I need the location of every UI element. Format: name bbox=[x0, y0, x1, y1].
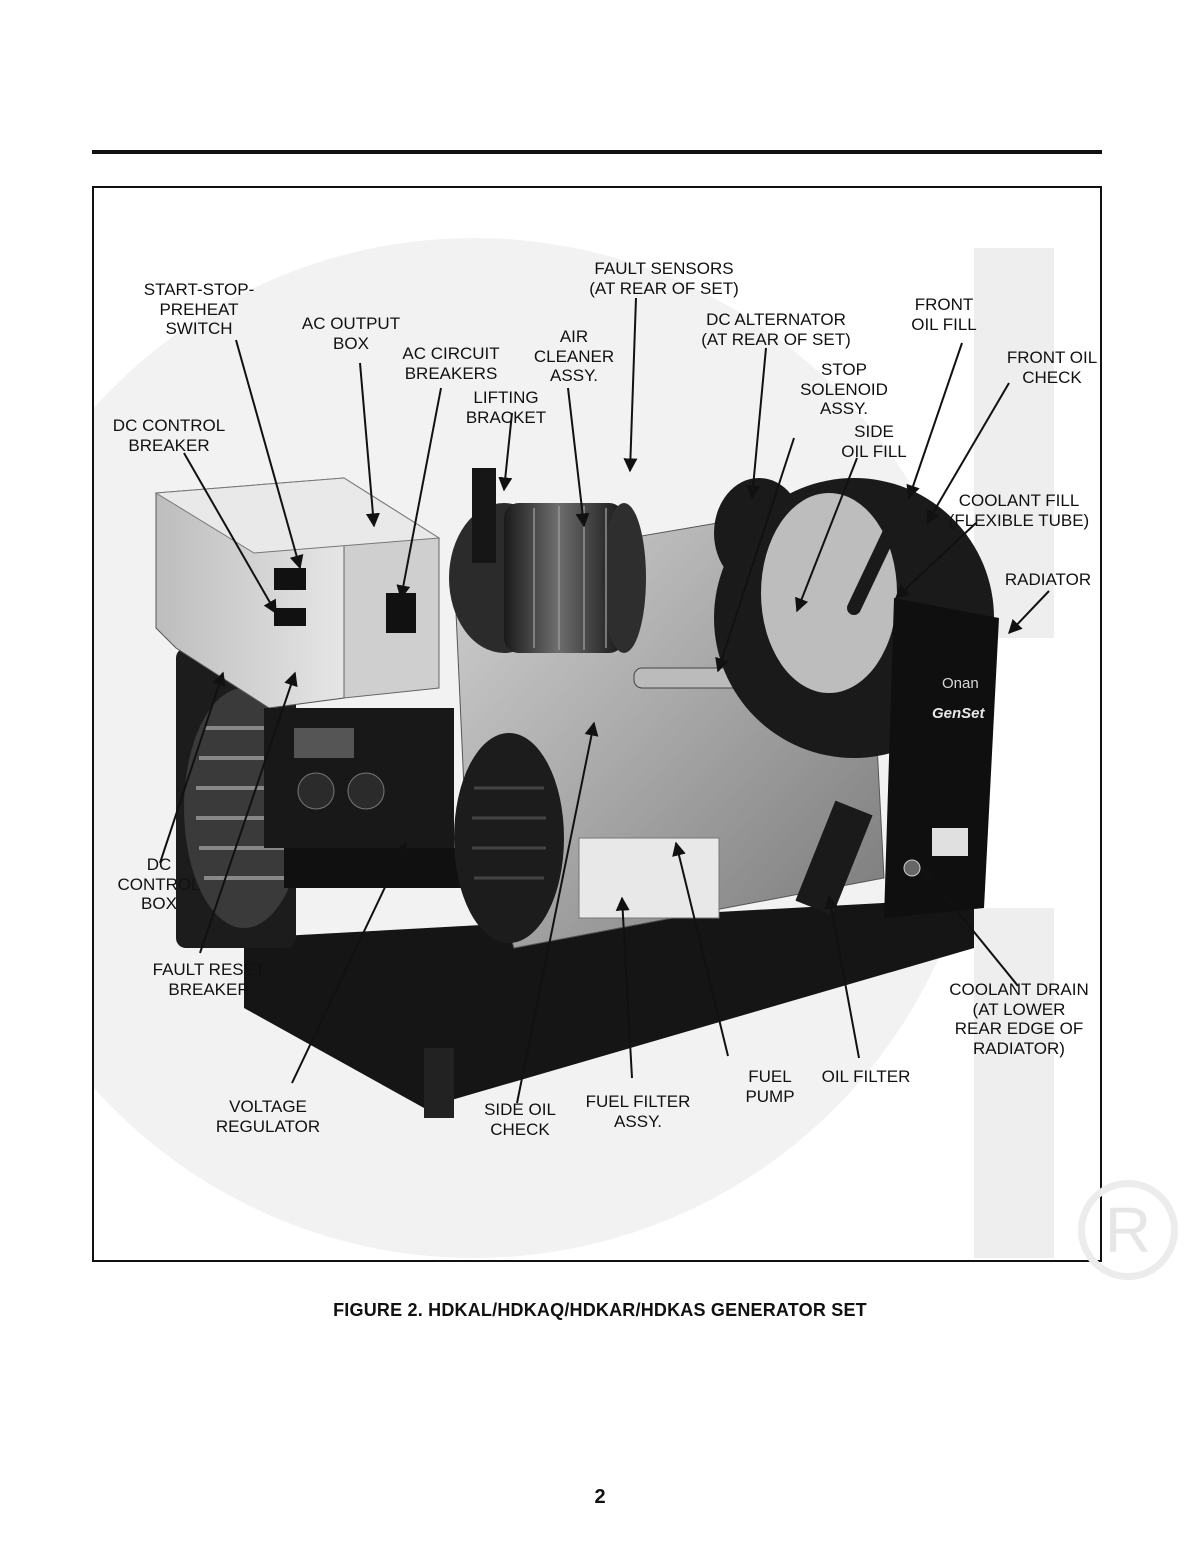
callout-side-oil-fill: SIDE OIL FILL bbox=[841, 422, 907, 461]
callout-ac-output-box: AC OUTPUT BOX bbox=[301, 314, 401, 353]
figure-frame: Onan GenSet bbox=[92, 186, 1102, 1262]
callout-leaders bbox=[159, 297, 1050, 1104]
callout-dc-control-box: DC CONTROL BOX bbox=[117, 855, 201, 913]
callout-fault-reset-breaker: FAULT RESET BREAKER bbox=[152, 960, 266, 999]
onan-brand-mark: Onan bbox=[942, 675, 979, 692]
callout-front-oil-check: FRONT OIL CHECK bbox=[1006, 348, 1098, 387]
control-boxes bbox=[154, 477, 469, 888]
callout-ac-circuit-breakers: AC CIRCUIT BREAKERS bbox=[402, 344, 500, 383]
callout-fuel-filter-assy: FUEL FILTER ASSY. bbox=[585, 1092, 691, 1131]
callout-dc-alternator: DC ALTERNATOR (AT REAR OF SET) bbox=[701, 310, 851, 349]
callout-dc-control-breaker: DC CONTROL BREAKER bbox=[112, 416, 226, 455]
radiator-assembly: Onan GenSet bbox=[472, 468, 999, 918]
callout-air-cleaner-assy: AIR CLEANER ASSY. bbox=[533, 327, 615, 385]
registered-mark-watermark: R bbox=[1078, 1180, 1178, 1280]
air-cleaner bbox=[449, 503, 646, 653]
callout-oil-filter: OIL FILTER bbox=[821, 1067, 911, 1086]
callout-side-oil-check: SIDE OIL CHECK bbox=[484, 1100, 556, 1139]
figure-caption: FIGURE 2. HDKAL/HDKAQ/HDKAR/HDKAS GENERA… bbox=[333, 1300, 867, 1320]
callout-coolant-fill: COOLANT FILL (FLEXIBLE TUBE) bbox=[948, 491, 1090, 530]
callout-front-oil-fill: FRONT OIL FILL bbox=[911, 295, 977, 334]
base-skid bbox=[244, 898, 974, 1118]
callout-fuel-pump: FUEL PUMP bbox=[745, 1067, 795, 1106]
callout-voltage-regulator: VOLTAGE REGULATOR bbox=[215, 1097, 321, 1136]
top-rule bbox=[92, 150, 1102, 154]
genset-model-mark: GenSet bbox=[932, 705, 986, 722]
callout-coolant-drain: COOLANT DRAIN (AT LOWER REAR EDGE OF RAD… bbox=[949, 980, 1089, 1058]
callout-fault-sensors: FAULT SENSORS (AT REAR OF SET) bbox=[589, 259, 739, 298]
callout-start-stop-preheat-switch: START-STOP- PREHEAT SWITCH bbox=[143, 280, 255, 338]
page-number: 2 bbox=[594, 1486, 606, 1508]
generator-set-photo: Onan GenSet bbox=[94, 238, 1054, 1258]
callout-radiator: RADIATOR bbox=[1004, 570, 1092, 589]
callout-stop-solenoid-assy: STOP SOLENOID ASSY. bbox=[800, 360, 888, 418]
callout-lifting-bracket: LIFTING BRACKET bbox=[465, 388, 547, 427]
